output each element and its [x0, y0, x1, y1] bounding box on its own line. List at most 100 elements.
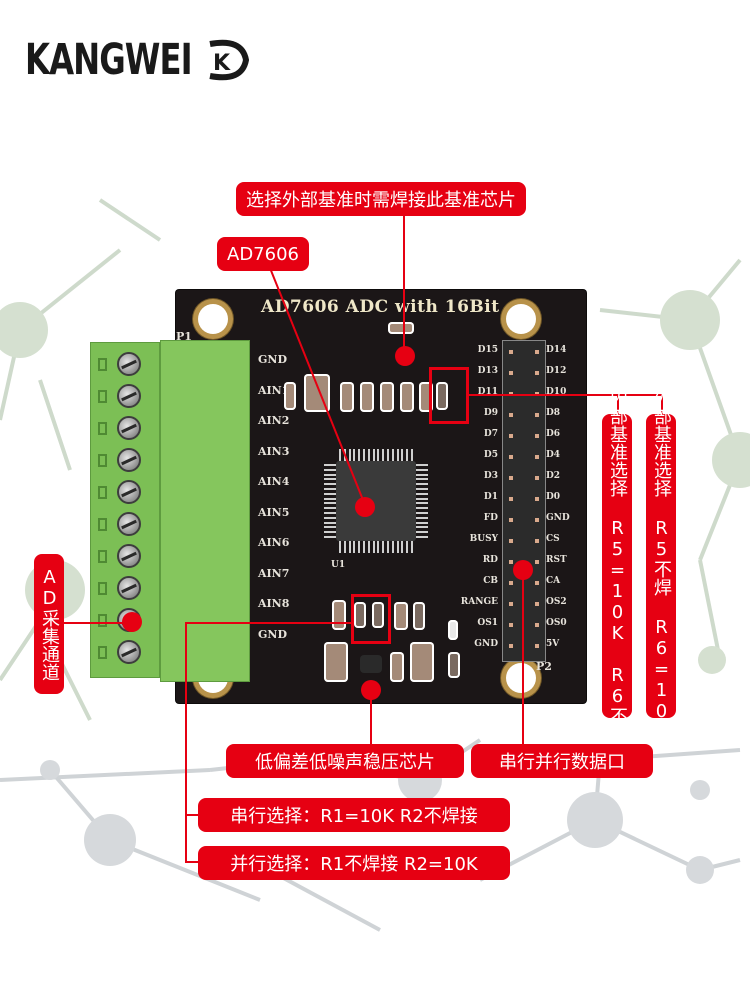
pin-label-ain7: AIN7	[258, 566, 290, 580]
chip-pin	[324, 512, 336, 514]
capacitor-c13	[324, 642, 348, 682]
header-pin	[509, 413, 513, 417]
chip-pin	[416, 488, 428, 490]
terminal-screw	[117, 512, 141, 536]
header-pin-label: D0	[546, 492, 561, 502]
leader-r1r2-h	[185, 622, 351, 624]
chip-pin	[372, 449, 375, 461]
header-pin-label: D7	[483, 429, 498, 439]
terminal-slot	[98, 486, 107, 499]
callout-serial-select-text: 串行选择：R1=10K R2不焊接	[230, 806, 478, 827]
header-pin-label: D5	[483, 450, 498, 460]
chip-pin	[324, 516, 336, 519]
callout-data-port-text: 串行并行数据口	[499, 752, 625, 773]
header-pin	[535, 371, 539, 375]
chip-pin	[411, 541, 413, 553]
leader-ad-channel	[60, 622, 132, 624]
header-pin	[535, 476, 539, 480]
capacitor-c11	[332, 600, 346, 630]
connector-label-p1: P1	[176, 330, 192, 343]
header-pin	[509, 476, 513, 480]
chip-pin	[324, 464, 336, 466]
chip-pin	[416, 526, 428, 529]
chip-pin	[377, 541, 380, 553]
leader-external	[661, 394, 663, 416]
pin-label-ain4: AIN4	[258, 475, 290, 488]
callout-internal-ref: 内部基准选择 R5=10K R6不焊	[602, 389, 632, 743]
pin-label-ain5: AIN5	[258, 505, 290, 519]
chip-pin	[324, 492, 336, 495]
header-pin-label: D8	[546, 408, 561, 418]
header-pin	[535, 644, 539, 648]
chip-pin	[324, 507, 336, 510]
callout-ad-channels: AD采集通道	[34, 554, 64, 694]
ldo-u3	[360, 655, 382, 673]
header-pin-label: D6	[546, 429, 561, 439]
chip-pin	[343, 541, 346, 553]
resistor-r5	[436, 382, 448, 410]
chip-pin	[416, 516, 428, 519]
header-pin	[535, 455, 539, 459]
chip-label-u1: U1	[331, 560, 346, 570]
terminal-screw	[117, 384, 141, 408]
terminal-screw	[117, 544, 141, 568]
chip-pin	[387, 541, 389, 553]
callout-ext-ref-chip: 选择外部基准时需焊接此基准芯片	[236, 182, 526, 216]
terminal-slot	[98, 390, 107, 403]
callout-ad7606: AD7606	[217, 237, 309, 271]
header-pin-label: D14	[546, 345, 567, 355]
chip-pin	[324, 502, 336, 505]
header-pin-label: OS2	[546, 597, 567, 607]
terminal-slot	[98, 422, 107, 435]
chip-pin	[324, 536, 336, 538]
terminal-screw	[117, 480, 141, 504]
header-pin	[535, 602, 539, 606]
header-pin-label: D12	[546, 366, 567, 376]
header-pin-label: GND	[546, 513, 570, 523]
chip-pin	[416, 464, 428, 466]
header-pin-label: RD	[482, 555, 498, 565]
header-pin	[509, 581, 513, 585]
header-pin-label: D1	[483, 492, 498, 502]
chip-pin	[416, 512, 428, 514]
capacitor-c4	[380, 382, 394, 412]
chip-pin	[387, 449, 389, 461]
callout-ad7606-text: AD7606	[227, 243, 299, 265]
callout-data-port: 串行并行数据口	[471, 744, 653, 778]
logo-mark-letter: K	[213, 51, 231, 76]
chip-pin	[416, 483, 428, 486]
chip-pin	[416, 507, 428, 510]
pin-label-gnd: GND	[258, 353, 287, 366]
header-pin-label: OS0	[546, 618, 567, 628]
resistor-r1	[372, 602, 384, 628]
header-pin-label: D10	[546, 387, 567, 397]
pin-label-ain6: AIN6	[258, 536, 290, 549]
mount-hole-bottom-right	[506, 663, 536, 693]
terminal-screw	[117, 576, 141, 600]
terminal-screw	[117, 352, 141, 376]
header-pin-label: BUSY	[469, 534, 498, 544]
chip-pin	[343, 449, 346, 461]
callout-parallel-select-text: 并行选择：R1不焊接 R2=10K	[230, 854, 478, 875]
chip-pin	[406, 449, 409, 461]
header-pin-label: CA	[546, 576, 561, 586]
header-pin	[535, 539, 539, 543]
header-pin	[535, 581, 539, 585]
chip-pin	[324, 478, 336, 481]
terminal-screw	[117, 416, 141, 440]
header-label-p2: P2	[536, 660, 552, 673]
pin-label-gnd: GND	[258, 627, 287, 641]
header-pin	[509, 518, 513, 522]
header-pin	[509, 623, 513, 627]
header-pin-label: CS	[546, 534, 560, 544]
chip-pin	[358, 449, 361, 461]
header-pin-label: CB	[483, 576, 498, 586]
chip-pin	[324, 497, 336, 500]
header-pin-label: D3	[483, 471, 498, 481]
chip-pin	[377, 449, 380, 461]
chip-pin	[339, 541, 341, 553]
led-l2	[448, 620, 458, 640]
leader-parallel	[185, 861, 199, 863]
chip-pin	[391, 449, 394, 461]
terminal-slot	[98, 614, 107, 627]
